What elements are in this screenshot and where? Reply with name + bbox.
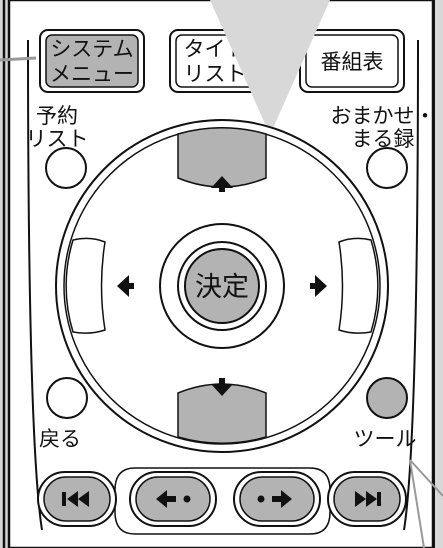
dpad-down-button[interactable] <box>177 383 267 444</box>
rewind-button[interactable] <box>129 471 217 527</box>
reservation-list-button[interactable] <box>45 147 87 189</box>
fast-forward-icon <box>257 490 292 508</box>
right-margin <box>435 0 443 548</box>
reservation-list-label-line1: 予約 <box>36 104 78 128</box>
skip-forward-icon <box>355 491 381 507</box>
up-arrow-icon <box>211 176 233 188</box>
right-panel-curve <box>403 39 419 531</box>
up-arrow-stem <box>219 186 225 192</box>
playback-group <box>114 467 331 535</box>
left-arrow-stem <box>128 283 134 289</box>
right-arrow-icon <box>315 275 327 297</box>
dpad-up-button[interactable] <box>177 127 267 188</box>
skip-forward-button[interactable] <box>327 471 407 527</box>
left-arrow-icon <box>117 275 129 297</box>
pointer-triangle <box>210 0 330 135</box>
system-menu-label-line2: メニュー <box>50 62 134 86</box>
down-arrow-icon <box>211 384 233 396</box>
dpad-right-button[interactable] <box>338 237 379 334</box>
back-label: 戻る <box>39 427 81 451</box>
skip-back-button[interactable] <box>37 471 117 527</box>
right-pointer-line-2 <box>409 459 425 548</box>
back-button[interactable] <box>46 377 88 419</box>
system-menu-label-line1: システム <box>50 37 133 61</box>
system-menu-button[interactable]: システム メニュー <box>39 29 145 93</box>
right-arrow-stem <box>310 283 316 289</box>
enter-button[interactable] <box>184 248 260 324</box>
skip-back-icon <box>62 491 89 507</box>
omakase-label-line2: まる録 <box>352 127 415 151</box>
dpad: 決定 <box>55 119 389 453</box>
rewind-icon <box>156 490 191 508</box>
omakase-button[interactable] <box>366 147 408 189</box>
right-pointer-line-1 <box>409 459 443 497</box>
reservation-list-label-line2: リスト <box>26 127 89 151</box>
tools-button[interactable] <box>366 377 408 419</box>
fast-forward-button[interactable] <box>233 471 321 527</box>
dpad-left-button[interactable] <box>65 237 106 334</box>
title-list-label-line2: リスト <box>184 62 247 86</box>
left-pointer-line <box>0 56 37 62</box>
omakase-label-line1: おまかせ・ <box>331 104 436 128</box>
program-guide-label: 番組表 <box>321 50 384 74</box>
program-guide-button[interactable]: 番組表 <box>299 29 405 93</box>
tools-label: ツール <box>354 427 417 451</box>
down-arrow-stem <box>219 378 225 385</box>
enter-label: 決定 <box>195 272 249 303</box>
